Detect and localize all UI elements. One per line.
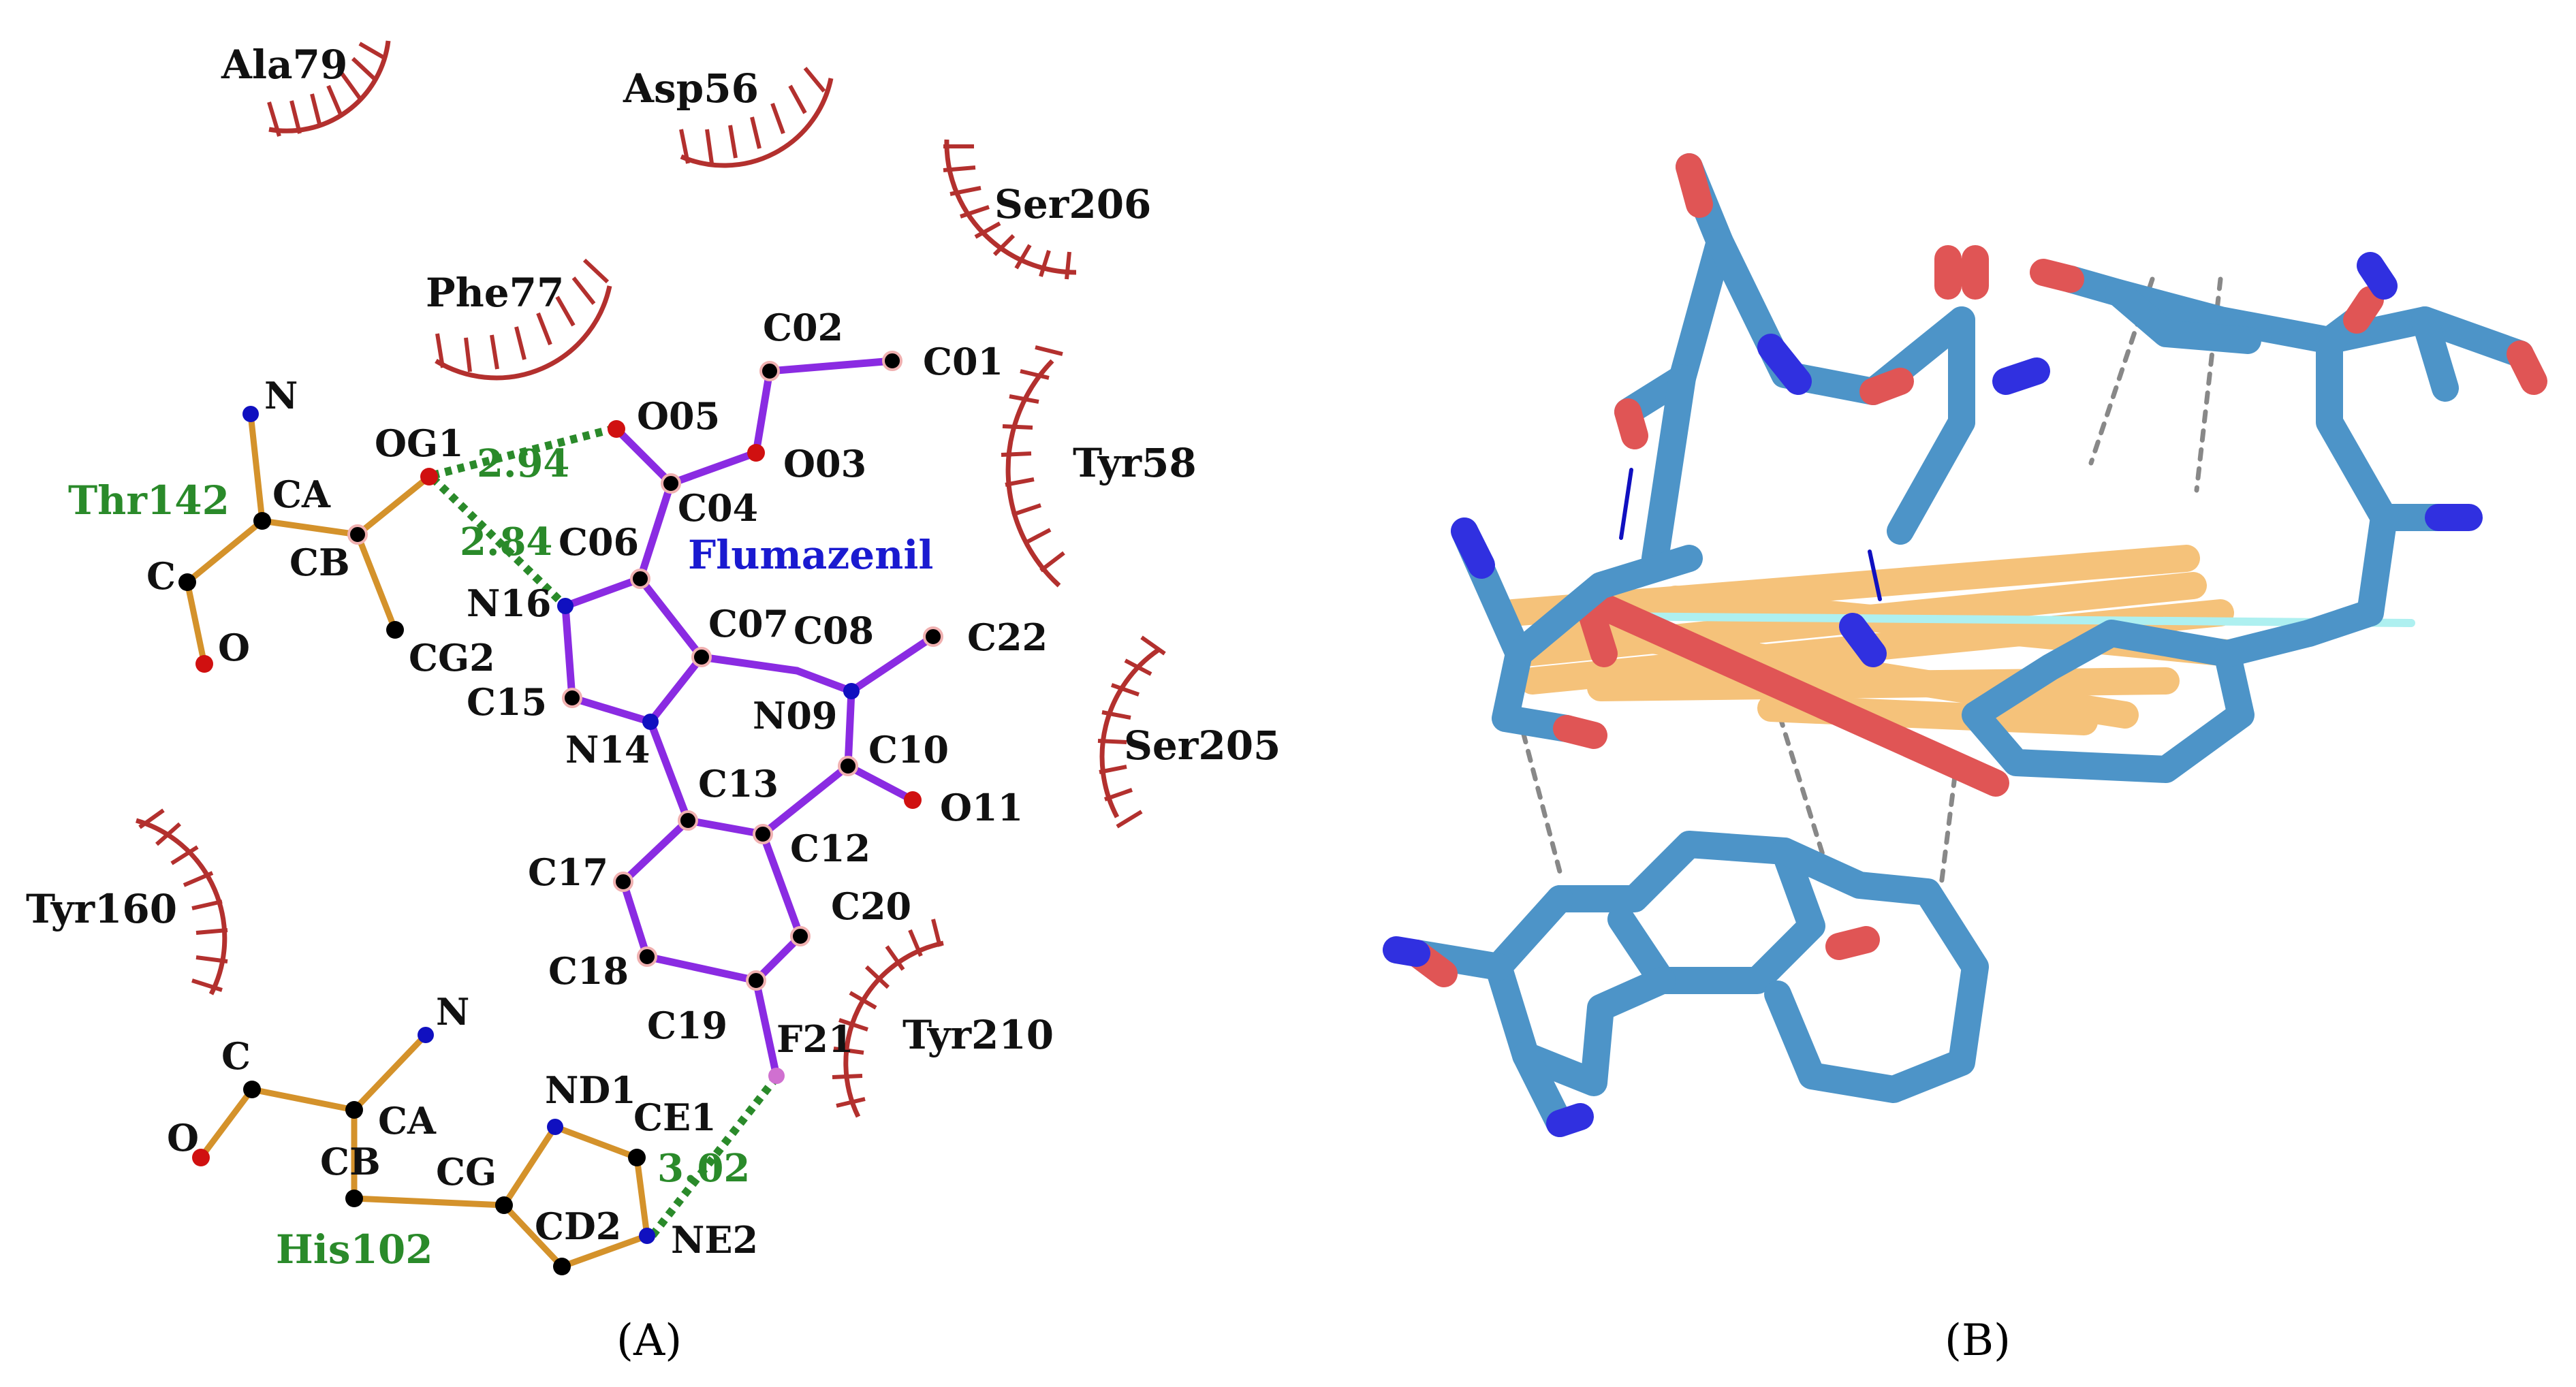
ligand-bonds (561, 357, 937, 1080)
atom-label-c04: C04 (678, 486, 758, 530)
hbond-f21-ne2 (647, 1074, 780, 1241)
atom-label-ne2: NE2 (671, 1218, 758, 1262)
atom-label-o-thr: O (218, 626, 250, 669)
atom-label-cd2: CD2 (535, 1205, 621, 1248)
atom-label-n09: N09 (753, 694, 838, 737)
hydrophobic-arc-asp56 (679, 67, 834, 168)
residue-label-tyr58: Tyr58 (1073, 440, 1197, 486)
hbond-distance-3: 3.02 (657, 1146, 750, 1191)
atom-labels: C02 C01 O05 O03 OG1 C04 CA N C06 CB N16 … (146, 306, 1048, 1262)
atom-label-n16: N16 (467, 581, 552, 625)
hydrophobic-arc-ala79 (267, 40, 391, 137)
atom-label-c19: C19 (647, 1004, 727, 1047)
ligand-name-label: Flumazenil (688, 532, 933, 578)
atom-label-c20: C20 (831, 884, 911, 928)
atom-label-c10: C10 (868, 728, 949, 771)
panel-b-3d-stick-render: (B) (1383, 153, 2547, 1366)
atom-label-cb-thr: CB (289, 541, 350, 584)
hydrophobic-arc-ser206 (943, 139, 1077, 280)
hbond-distance-1: 2.94 (477, 441, 569, 486)
panel-a-interaction-diagram: C02 C01 O05 O03 OG1 C04 CA N C06 CB N16 … (26, 40, 1281, 1366)
atom-label-c12: C12 (790, 827, 870, 870)
residue-label-tyr210: Tyr210 (902, 1012, 1054, 1058)
residue-label-asp56: Asp56 (623, 65, 759, 112)
hydrophobic-arc-tyr160 (136, 808, 228, 995)
hydrogen-bonds (429, 425, 780, 1241)
hbond-og1-o05 (431, 425, 614, 479)
atom-label-c22: C22 (967, 616, 1048, 659)
hbond-distance-2: 2.84 (460, 520, 552, 564)
atom-label-c13: C13 (698, 762, 779, 806)
residue-label-his102: His102 (276, 1226, 433, 1273)
panel-label-a: (A) (616, 1316, 682, 1366)
residue-label-ser205: Ser205 (1124, 722, 1281, 769)
residue-labels: Ala79 Asp56 Ser206 Phe77 Tyr58 Ser205 Ty… (26, 42, 1281, 1273)
atom-label-o-his: O (167, 1116, 199, 1160)
atom-label-n-his: N (436, 990, 469, 1034)
residue-label-ala79: Ala79 (221, 42, 347, 88)
residue-label-ser206: Ser206 (994, 181, 1151, 227)
atom-label-n-thr: N (264, 374, 298, 417)
hbond-lines-3d (1619, 468, 1882, 601)
nitrogen-tips (1383, 252, 2483, 1137)
atom-label-c18: C18 (548, 949, 629, 993)
atom-label-f21: F21 (776, 1017, 853, 1061)
residue-label-phe77: Phe77 (426, 270, 564, 316)
atom-label-n14: N14 (565, 728, 650, 771)
hydrophobic-arc-tyr58 (1001, 345, 1065, 588)
atom-label-o05: O05 (637, 394, 720, 438)
atom-label-ce1: CE1 (633, 1096, 717, 1139)
ligand-highlight-stick (1597, 612, 2415, 627)
atom-label-c08: C08 (794, 609, 874, 652)
residue-label-tyr160: Tyr160 (26, 886, 177, 932)
atom-label-cb-his: CB (320, 1140, 381, 1183)
atoms (178, 351, 943, 1275)
atom-label-c-his: C (221, 1034, 251, 1078)
residue-bonds (184, 411, 650, 1270)
atom-label-c07: C07 (708, 602, 789, 645)
panel-label-b: (B) (1945, 1316, 2011, 1366)
hbond-og1-n16 (429, 475, 565, 606)
atom-label-og1: OG1 (375, 421, 464, 465)
residue-label-thr142: Thr142 (68, 477, 230, 524)
atom-label-c17: C17 (528, 850, 608, 894)
atom-label-nd1: ND1 (545, 1068, 636, 1112)
hydrophobic-arc-tyr210 (832, 919, 944, 1118)
atom-label-ca-his: CA (378, 1099, 437, 1143)
atom-label-cg: CG (436, 1150, 497, 1194)
atom-label-c-thr: C (146, 554, 176, 598)
atom-label-c01: C01 (923, 340, 1003, 383)
atom-label-ca-thr: CA (272, 473, 331, 516)
hydrophobic-arcs (136, 40, 1166, 1118)
atom-label-o11: O11 (940, 786, 1023, 829)
atom-label-o03: O03 (783, 442, 866, 485)
hbond-distance-labels: 2.94 2.84 3.02 (460, 441, 750, 1191)
hydrophobic-arc-phe77 (435, 258, 612, 381)
hydrophobic-arc-ser205 (1097, 635, 1166, 829)
atom-label-c15: C15 (467, 680, 547, 724)
atom-label-c02: C02 (763, 306, 843, 349)
atom-label-c06: C06 (559, 520, 639, 564)
atom-label-cg2: CG2 (409, 636, 495, 680)
